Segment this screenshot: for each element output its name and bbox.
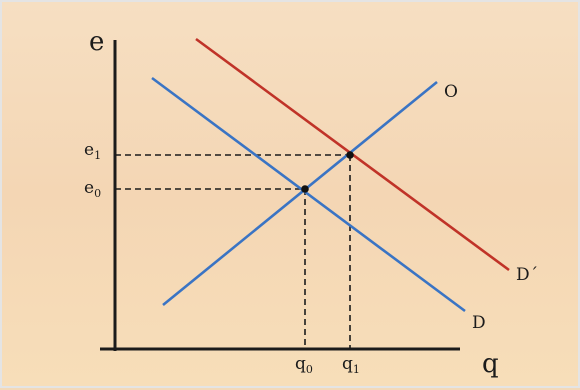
tick-label-q1: q1 xyxy=(342,354,360,376)
shifted-demand-label: D´ xyxy=(516,265,538,285)
guide-lines xyxy=(115,154,351,349)
supply-curve xyxy=(162,80,438,307)
equilibrium-point-0 xyxy=(301,185,309,193)
x-axis-label: q xyxy=(482,349,499,379)
demand-label: D xyxy=(472,313,486,333)
tick-label-e0: e0 xyxy=(84,178,101,200)
demand-curve xyxy=(151,76,466,313)
supply-label: O xyxy=(444,82,458,102)
y-axis-label: e xyxy=(89,27,104,57)
tick-label-q0: q0 xyxy=(295,354,313,376)
tick-label-e1: e1 xyxy=(84,140,101,162)
equilibrium-point-1 xyxy=(346,151,354,159)
